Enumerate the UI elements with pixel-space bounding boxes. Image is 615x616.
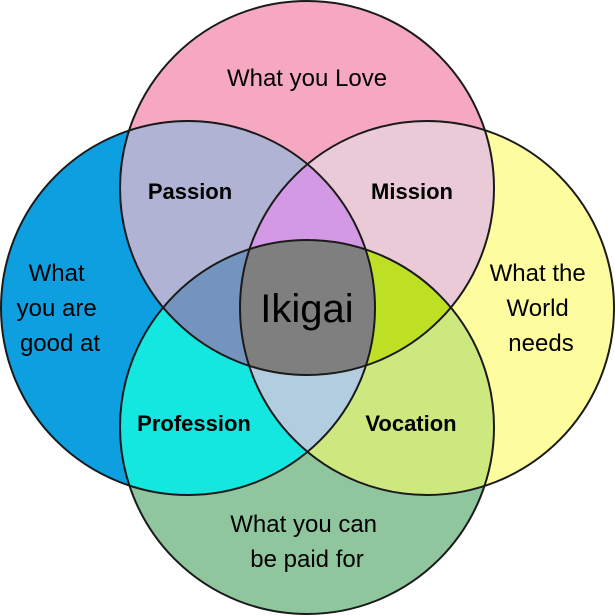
label-passion: Passion <box>148 179 232 204</box>
region-good-needs-paid <box>240 240 375 495</box>
region-love-good-needs <box>240 121 375 375</box>
label-world-needs: What the World needs <box>490 260 593 357</box>
region-love-good-paid <box>120 240 375 375</box>
label-paid-for: What you can be paid for <box>230 511 383 573</box>
label-mission: Mission <box>371 179 453 204</box>
label-vocation: Vocation <box>365 411 456 436</box>
label-ikigai: Ikigai <box>260 287 353 331</box>
label-profession: Profession <box>137 411 251 436</box>
region-love-needs-paid <box>240 240 494 375</box>
label-what-you-love: What you Love <box>227 65 387 92</box>
label-good-at: What you are good at <box>17 260 104 357</box>
